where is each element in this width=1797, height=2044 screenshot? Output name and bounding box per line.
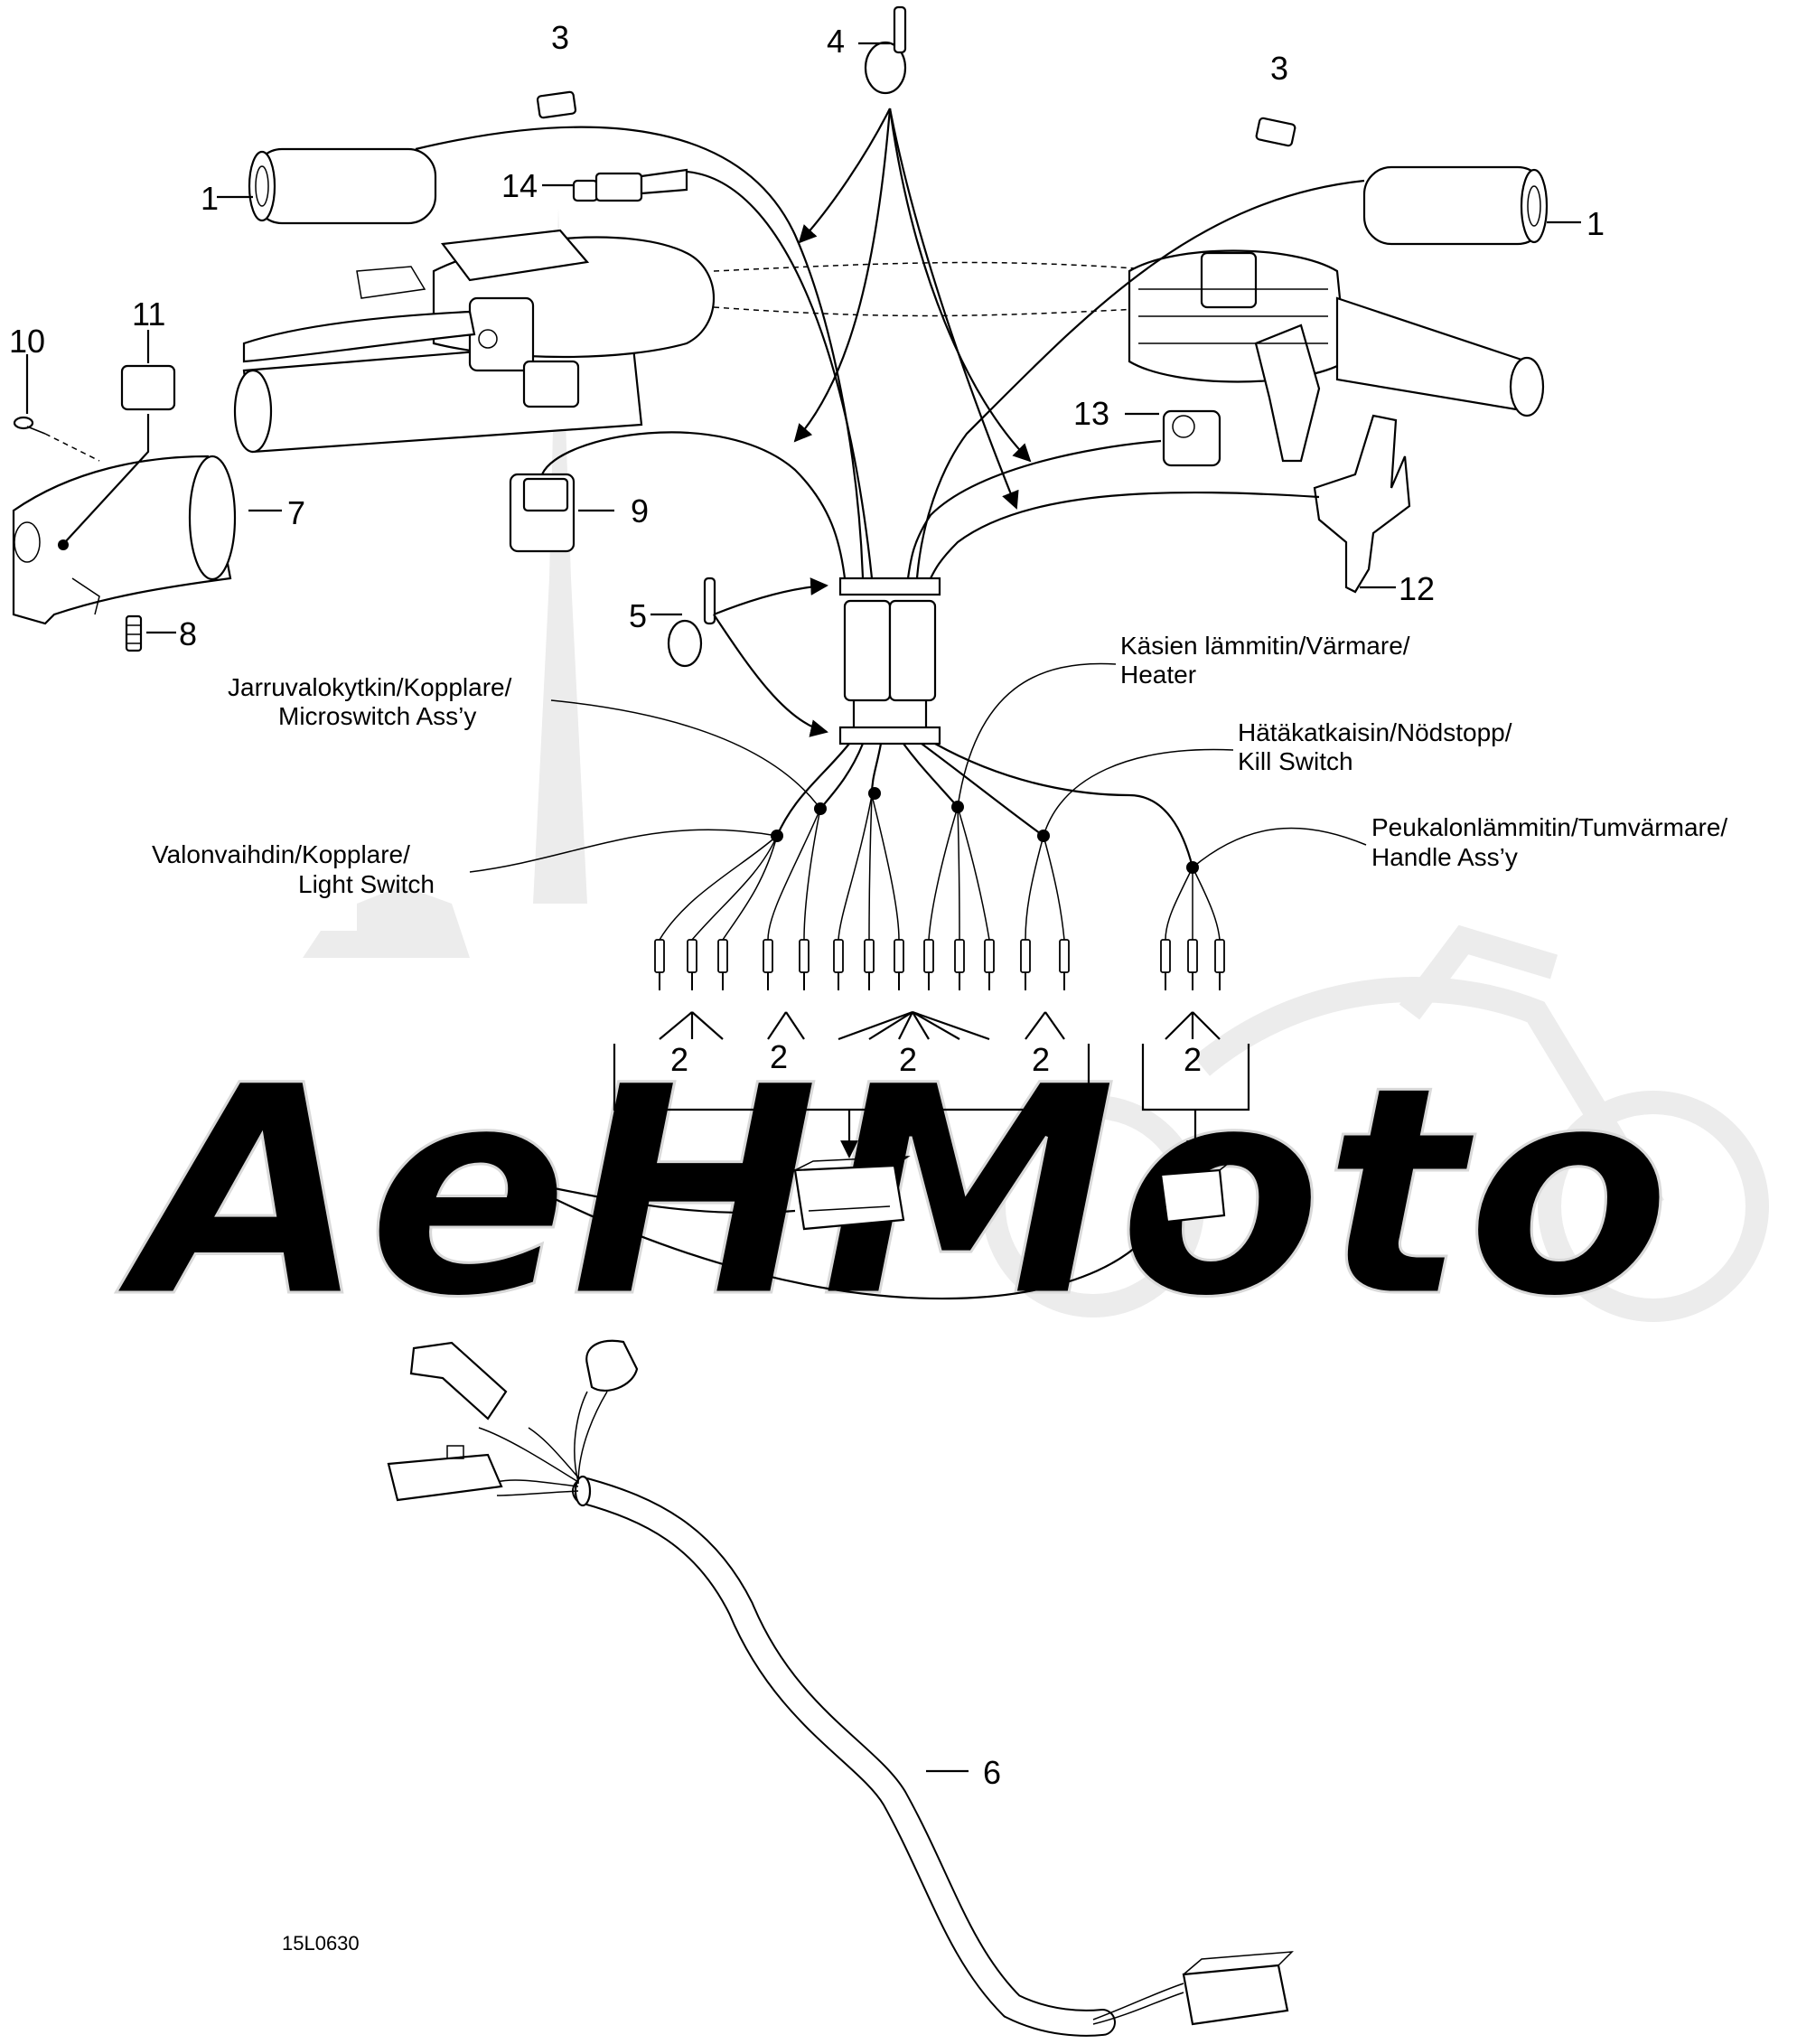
wire-branches <box>659 743 1221 941</box>
callout-2-a: 2 <box>670 1041 688 1078</box>
callout-2-d: 2 <box>1032 1041 1050 1078</box>
callout-2-b: 2 <box>770 1038 788 1075</box>
terminal-pin <box>833 939 844 973</box>
callout-13: 13 <box>1073 395 1109 432</box>
terminal-pin <box>763 939 773 973</box>
set-screw-8 <box>125 614 143 652</box>
terminal-pin <box>1214 939 1225 973</box>
callout-9: 9 <box>631 492 649 530</box>
callout-8: 8 <box>179 615 197 652</box>
cable-tie-4 <box>864 5 907 95</box>
connector-block-main <box>793 1156 911 1231</box>
caption-heater-line2: Heater <box>1120 661 1196 689</box>
terminal-pin <box>894 939 904 973</box>
plug-left <box>536 90 577 119</box>
right-grip <box>1362 165 1549 246</box>
callout-3-left: 3 <box>551 19 569 56</box>
caption-thumb-line1: Peukalonlämmitin/Tumvärmare/ <box>1371 813 1727 841</box>
kill-switch-13 <box>1162 409 1221 467</box>
callout-4: 4 <box>827 23 845 60</box>
left-grip <box>248 147 437 225</box>
terminal-pin <box>1160 939 1171 973</box>
harness-connector-bottom <box>1182 1951 1294 2026</box>
callout-2-e: 2 <box>1184 1041 1202 1078</box>
terminal-pin <box>954 939 965 973</box>
callout-10: 10 <box>9 323 45 360</box>
junction-dots <box>771 787 1199 874</box>
terminal-pin <box>799 939 810 973</box>
terminal-pin <box>717 939 728 973</box>
harness-connector-top <box>585 1339 639 1392</box>
terminal-pin <box>1059 939 1070 973</box>
caption-kill-line2: Kill Switch <box>1238 747 1353 775</box>
callout-6: 6 <box>983 1754 1001 1791</box>
caption-kill-line1: Hätäkatkaisin/Nödstopp/ <box>1238 718 1512 746</box>
harness-connector-top-left <box>409 1341 508 1420</box>
callout-2-c: 2 <box>899 1041 917 1078</box>
callout-3-right: 3 <box>1270 50 1288 87</box>
terminal-pin <box>1020 939 1031 973</box>
drawing-code: 15L0630 <box>282 1932 360 1955</box>
label-11 <box>120 364 176 411</box>
cable-tie-5 <box>667 577 716 668</box>
harness-connector-left <box>387 1445 503 1502</box>
watermark-wheel <box>1538 1091 1769 1322</box>
terminal-pin <box>984 939 995 973</box>
callout-numbers: 1 1 3 3 4 14 10 11 7 8 9 13 12 5 6 2 2 2… <box>9 19 1605 1791</box>
caption-heater-line1: Käsien lämmitin/Värmare/ <box>1120 632 1410 660</box>
callout-1-right: 1 <box>1586 205 1605 242</box>
brake-lever-12 <box>1313 414 1411 594</box>
caption-brake-line1: Jarruvalokytkin/Kopplare/ <box>228 673 512 701</box>
terminal-pin <box>687 939 697 973</box>
watermark-bike-frame <box>1193 924 1664 1214</box>
terminal-pins <box>654 939 1225 990</box>
callout-5: 5 <box>629 597 647 634</box>
caption-light-line1: Valonvaihdin/Kopplare/ <box>152 840 410 868</box>
screw-10 <box>13 416 46 435</box>
main-harness-6 <box>478 1391 1184 2037</box>
callout-11: 11 <box>132 295 165 333</box>
terminal-pin <box>654 939 665 973</box>
switch-9 <box>509 473 576 553</box>
connector-block-thumb <box>1159 1162 1231 1224</box>
terminal-pin <box>923 939 934 973</box>
plug-right <box>1255 117 1296 147</box>
captions: Käsien lämmitin/Värmare/ Heater Jarruval… <box>152 632 1727 898</box>
caption-light-line2: Light Switch <box>298 870 435 898</box>
callout-2-groups <box>613 1010 1250 1158</box>
handlebar-wires <box>415 126 1365 579</box>
item-4-arrows <box>793 108 1032 510</box>
callout-14: 14 <box>501 167 538 204</box>
terminal-pin <box>1187 939 1198 973</box>
hand-guard-7 <box>12 455 237 625</box>
wire-loom <box>838 577 941 745</box>
left-control-assembly <box>233 229 715 454</box>
callout-12: 12 <box>1399 570 1435 607</box>
caption-brake-line2: Microswitch Ass’y <box>278 702 476 730</box>
right-switch-assembly <box>1128 249 1545 463</box>
callout-1-left: 1 <box>201 180 219 217</box>
caption-thumb-line2: Handle Ass’y <box>1371 843 1518 871</box>
sensor-14 <box>572 168 688 202</box>
terminal-pin <box>864 939 875 973</box>
callout-7: 7 <box>287 494 305 531</box>
handlebar <box>713 261 1175 317</box>
